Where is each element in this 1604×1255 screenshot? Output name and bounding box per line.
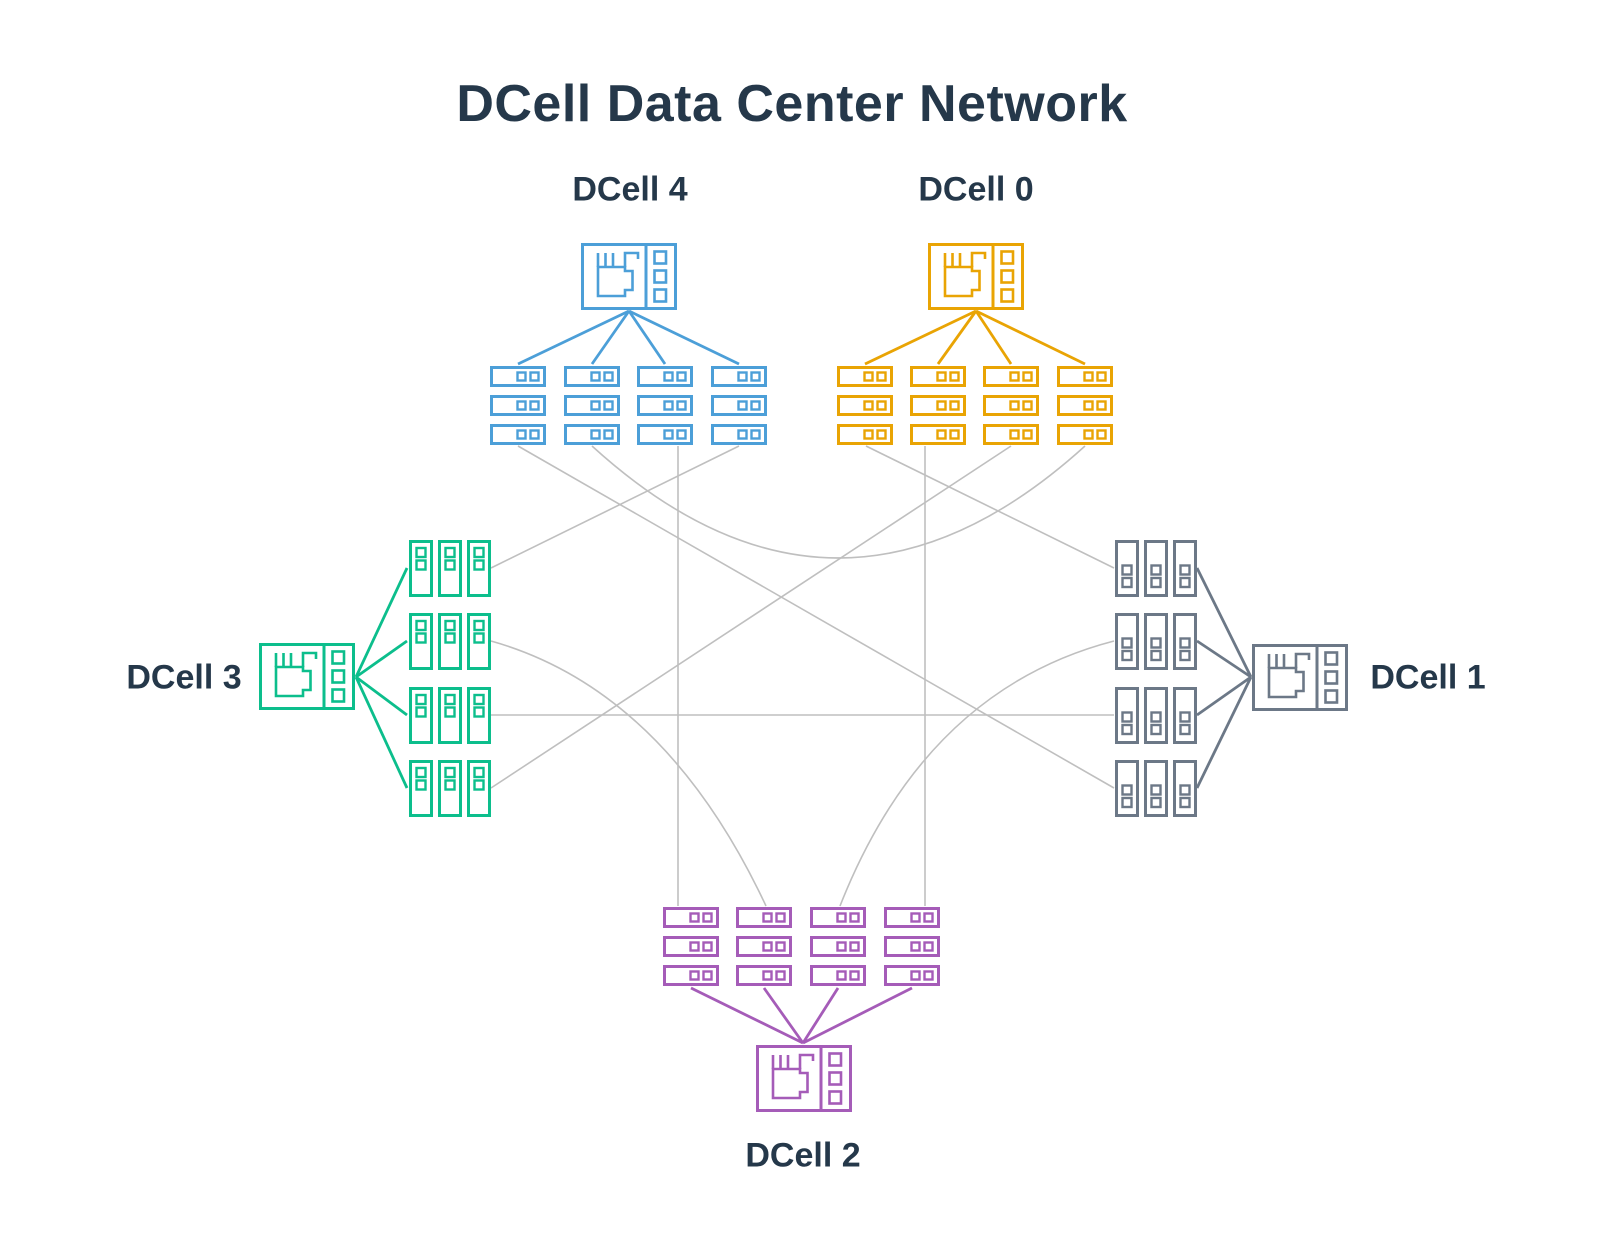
server-icon — [663, 965, 719, 986]
dcell0-cluster — [837, 243, 1113, 445]
link-dcell0-dcell3 — [490, 445, 1012, 789]
dcell4-cluster — [490, 243, 767, 445]
server-icon — [837, 395, 893, 416]
server-icon — [810, 965, 866, 986]
link-dcell1-dcell2 — [839, 640, 1115, 907]
server-icon — [910, 395, 966, 416]
server-icon — [1057, 366, 1113, 387]
server-icon — [1115, 760, 1139, 817]
server-icon — [1057, 395, 1113, 416]
server-icon — [490, 366, 546, 387]
switch-icon — [1252, 644, 1348, 711]
server-icon — [736, 965, 792, 986]
server-icon — [910, 366, 966, 387]
server-icon — [884, 965, 940, 986]
dcell3-label: DCell 3 — [126, 658, 242, 697]
server-icon — [564, 366, 620, 387]
server-icon — [983, 366, 1039, 387]
dcell0-switch-links — [864, 309, 1086, 366]
server-icon — [564, 424, 620, 445]
server-icon — [467, 540, 491, 597]
server-icon — [1115, 613, 1139, 670]
switch-icon — [756, 1045, 852, 1112]
server-icon — [736, 907, 792, 928]
server-icon — [1173, 540, 1197, 597]
server-icon — [409, 540, 433, 597]
server-icon — [467, 613, 491, 670]
server-icon — [637, 366, 693, 387]
server-icon — [467, 760, 491, 817]
server-icon — [711, 424, 767, 445]
link-dcell0-dcell1 — [865, 445, 1115, 569]
server-icon — [983, 395, 1039, 416]
server-icon — [438, 687, 462, 744]
server-icon — [711, 366, 767, 387]
dcell4-label: DCell 4 — [572, 170, 688, 209]
server-icon — [1144, 540, 1168, 597]
server-icon — [810, 936, 866, 957]
server-icon — [467, 687, 491, 744]
server-icon — [736, 936, 792, 957]
server-icon — [663, 936, 719, 957]
switch-icon — [259, 643, 355, 710]
link-dcell4-dcell1 — [517, 445, 1115, 789]
link-dcell3-dcell2 — [490, 640, 767, 907]
server-icon — [438, 613, 462, 670]
server-icon — [810, 907, 866, 928]
server-icon — [711, 395, 767, 416]
dcell1-switch-links — [1195, 567, 1253, 789]
server-icon — [663, 907, 719, 928]
server-icon — [884, 936, 940, 957]
server-icon — [490, 395, 546, 416]
server-icon — [1115, 687, 1139, 744]
server-icon — [1173, 613, 1197, 670]
server-icon — [490, 424, 546, 445]
server-icon — [564, 395, 620, 416]
server-icon — [1144, 613, 1168, 670]
inter-dcell-links — [490, 445, 1115, 907]
server-icon — [837, 424, 893, 445]
switch-icon — [581, 243, 677, 310]
dcell1-label: DCell 1 — [1370, 658, 1486, 697]
server-icon — [1057, 424, 1113, 445]
server-icon — [1173, 760, 1197, 817]
link-dcell3-dcell4 — [490, 445, 740, 569]
switch-icon — [928, 243, 1024, 310]
dcell2-label: DCell 2 — [745, 1136, 861, 1175]
server-icon — [837, 366, 893, 387]
dcell3-switch-links — [354, 567, 409, 789]
server-icon — [438, 760, 462, 817]
server-icon — [884, 907, 940, 928]
server-icon — [1115, 540, 1139, 597]
link-dcell4-dcell0 — [591, 445, 1086, 559]
server-icon — [637, 424, 693, 445]
dcell4-switch-links — [517, 309, 740, 366]
server-icon — [1144, 687, 1168, 744]
server-icon — [409, 760, 433, 817]
server-icon — [983, 424, 1039, 445]
dcell0-label: DCell 0 — [918, 170, 1034, 209]
server-icon — [438, 540, 462, 597]
dcell2-switch-links — [690, 986, 913, 1045]
dcell3-cluster — [259, 540, 491, 817]
server-icon — [637, 395, 693, 416]
server-icon — [409, 613, 433, 670]
dcell1-cluster — [1115, 540, 1348, 817]
server-icon — [1173, 687, 1197, 744]
dcell2-cluster — [663, 907, 940, 1112]
server-icon — [409, 687, 433, 744]
server-icon — [910, 424, 966, 445]
server-icon — [1144, 760, 1168, 817]
diagram-title: DCell Data Center Network — [456, 75, 1128, 133]
